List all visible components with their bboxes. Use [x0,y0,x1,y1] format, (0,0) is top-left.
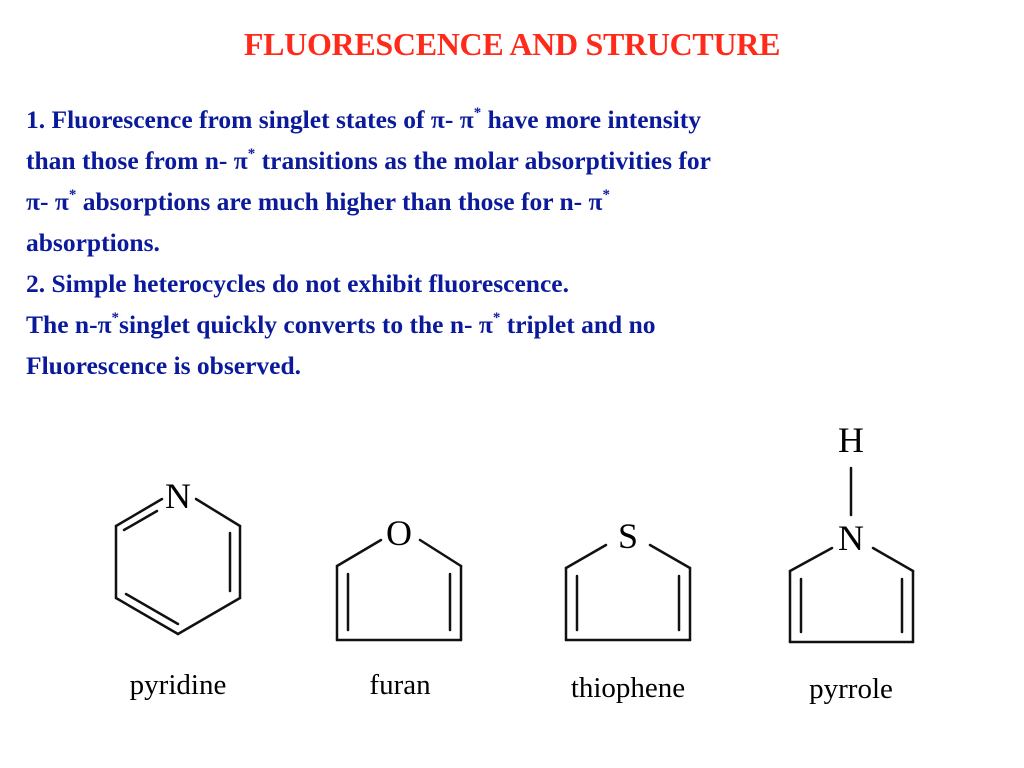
furan-structure [335,538,463,642]
point-2-line-1: 2. Simple heterocycles do not exhibit fl… [26,269,569,298]
slide-title: FLUORESCENCE AND STRUCTURE [243,26,781,62]
pyrrole-structure [788,466,915,644]
pyridine-structure [114,497,242,636]
thiophene-label: thiophene [571,672,685,704]
point-1-line-4: absorptions. [26,228,160,257]
pyridine-atom: N [165,476,191,516]
furan-label: furan [369,669,431,701]
thiophene-structure [564,543,692,642]
pyrrole-atom: N [838,518,864,558]
thiophene-atom: S [618,516,638,556]
point-2-line-3: Fluorescence is observed. [26,351,302,380]
point-1-line-2: than those from n- π* transitions as the… [26,145,711,175]
point-1-line-1: 1. Fluorescence from singlet states of π… [26,104,701,134]
point-1-line-3: π- π* absorptions are much higher than t… [26,186,611,216]
pyrrole-label: pyrrole [809,673,893,705]
pyridine-label: pyridine [130,669,227,701]
body-text: 1. Fluorescence from singlet states of π… [26,99,1006,386]
furan-atom: O [386,513,412,553]
point-2-line-2: The n-π*singlet quickly converts to the … [26,309,656,339]
pyrrole-substituent: H [838,420,864,460]
